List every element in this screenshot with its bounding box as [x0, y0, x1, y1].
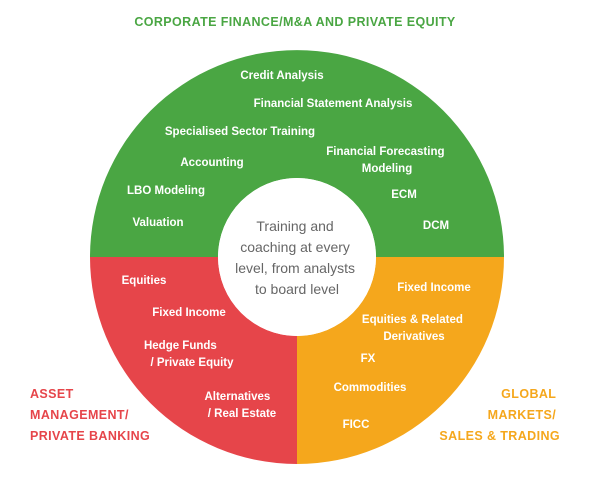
center-line: level, from analysts	[235, 260, 355, 276]
item-line: / Real Estate	[208, 408, 276, 420]
title-line: ASSET	[30, 387, 74, 401]
item-label: Financial Statement Analysis	[254, 98, 413, 110]
item-label: LBO Modeling	[127, 185, 205, 197]
center-line: Training and	[256, 218, 333, 234]
corporate-items: Credit Analysis Financial Statement Anal…	[127, 70, 449, 232]
title-line: CORPORATE FINANCE/M&A AND PRIVATE EQUITY	[134, 15, 456, 29]
title-line: MARKETS/	[488, 408, 557, 422]
item-label: FX	[361, 353, 376, 365]
global-markets-segment	[297, 257, 504, 464]
item-line: Financial Statement Analysis	[254, 98, 413, 110]
item-label: Commodities	[334, 382, 407, 394]
item-line: FX	[361, 353, 376, 365]
item-label: FICC	[343, 419, 370, 431]
item-line: FICC	[343, 419, 370, 431]
item-line: / Private Equity	[150, 357, 234, 369]
item-label: DCM	[423, 220, 449, 232]
item-label: Equities & Related Derivatives	[362, 314, 466, 343]
item-line: Credit Analysis	[240, 70, 323, 82]
asset-items: Equities Fixed Income Hedge Funds / Priv…	[122, 275, 277, 420]
global-markets-title: GLOBAL MARKETS/ SALES & TRADING	[439, 387, 560, 443]
item-label: Equities	[122, 275, 167, 287]
item-label: Specialised Sector Training	[165, 126, 315, 138]
item-line: ECM	[391, 189, 417, 201]
item-label: Hedge Funds / Private Equity	[144, 340, 234, 369]
item-line: Alternatives	[204, 391, 270, 403]
item-label: Credit Analysis	[240, 70, 323, 82]
item-line: LBO Modeling	[127, 185, 205, 197]
item-label: Valuation	[132, 217, 183, 229]
item-label: ECM	[391, 189, 417, 201]
global-items: Fixed Income Equities & Related Derivati…	[334, 282, 471, 431]
item-line: Accounting	[180, 157, 243, 169]
item-label: Fixed Income	[397, 282, 471, 294]
item-line: Derivatives	[383, 331, 444, 343]
item-line: DCM	[423, 220, 449, 232]
corporate-finance-title: CORPORATE FINANCE/M&A AND PRIVATE EQUITY	[134, 15, 456, 29]
item-label: Financial Forecasting Modeling	[326, 146, 447, 175]
title-line: MANAGEMENT/	[30, 408, 129, 422]
item-label: Alternatives / Real Estate	[204, 391, 276, 420]
item-label: Fixed Income	[152, 307, 226, 319]
center-hub	[218, 178, 376, 336]
center-text: Training and coaching at every level, fr…	[235, 218, 359, 297]
item-line: Valuation	[132, 217, 183, 229]
item-line: Hedge Funds	[144, 340, 217, 352]
corporate-finance-segment	[90, 50, 504, 257]
center-line: coaching at every	[240, 239, 350, 255]
item-label: Accounting	[180, 157, 243, 169]
item-line: Specialised Sector Training	[165, 126, 315, 138]
asset-management-segment	[90, 257, 297, 464]
title-line: GLOBAL	[501, 387, 556, 401]
item-line: Commodities	[334, 382, 407, 394]
item-line: Equities	[122, 275, 167, 287]
asset-management-title: ASSET MANAGEMENT/ PRIVATE BANKING	[30, 387, 150, 443]
center-line: to board level	[255, 281, 339, 297]
title-line: SALES & TRADING	[439, 429, 560, 443]
item-line: Fixed Income	[152, 307, 226, 319]
item-line: Fixed Income	[397, 282, 471, 294]
item-line: Financial Forecasting	[326, 146, 444, 158]
title-line: PRIVATE BANKING	[30, 429, 150, 443]
item-line: Equities & Related	[362, 314, 463, 326]
item-line: Modeling	[362, 163, 412, 175]
